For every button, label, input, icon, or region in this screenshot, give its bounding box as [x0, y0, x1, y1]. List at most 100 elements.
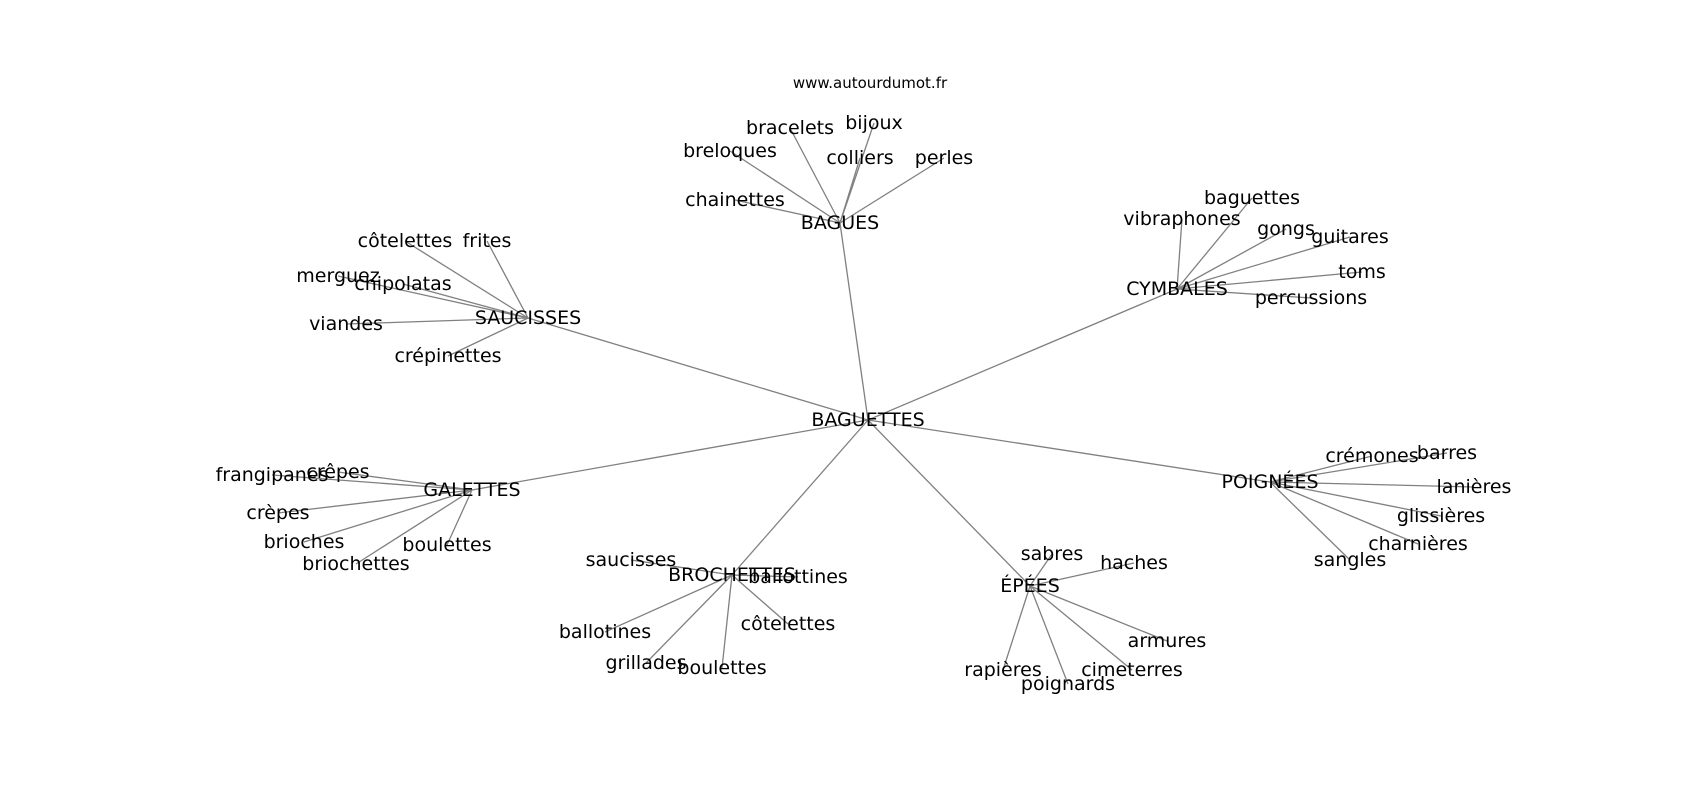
- edge-root-to-hub: [471, 419, 869, 491]
- graph-edges: [271, 122, 1475, 685]
- leaf-node-label: ballotines: [559, 621, 651, 643]
- leaf-node-label: crépinettes: [394, 345, 501, 367]
- leaf-node-label: côtelettes: [358, 230, 453, 252]
- edge-hub-to-leaf: [1269, 455, 1373, 483]
- edge-hub-to-leaf: [446, 489, 473, 546]
- edge-hub-to-leaf: [1176, 197, 1253, 290]
- hub-node-label: CYMBALES: [1126, 278, 1228, 300]
- leaf-node-label: sangles: [1314, 549, 1387, 571]
- leaf-node-label: armures: [1128, 630, 1207, 652]
- leaf-node-label: percussions: [1255, 287, 1367, 309]
- leaf-node-label: rapières: [964, 659, 1041, 681]
- leaf-node-label: toms: [1338, 261, 1385, 283]
- edge-hub-to-leaf: [729, 150, 841, 224]
- edge-hub-to-leaf: [1029, 562, 1135, 587]
- edge-root-to-hub: [839, 222, 869, 421]
- edge-root-to-hub: [867, 419, 1031, 587]
- edge-hub-to-leaf: [303, 489, 473, 543]
- edge-hub-to-leaf: [734, 199, 841, 224]
- edge-hub-to-leaf: [1176, 228, 1287, 290]
- edge-hub-to-leaf: [486, 240, 529, 319]
- edge-hub-to-leaf: [839, 157, 861, 224]
- leaf-node-label: boulettes: [402, 534, 491, 556]
- hub-node-label: ÉPÉES: [1000, 574, 1060, 597]
- leaf-node-label: perles: [915, 147, 973, 169]
- leaf-node-label: sabres: [1021, 543, 1084, 565]
- edge-hub-to-leaf: [1269, 452, 1448, 483]
- edge-hub-to-leaf: [604, 574, 733, 633]
- edge-hub-to-leaf: [645, 574, 733, 664]
- leaf-node-label: côtelettes: [741, 613, 836, 635]
- leaf-node-label: breloques: [683, 140, 777, 162]
- edge-hub-to-leaf: [402, 283, 529, 319]
- leaf-node-label: frangipanes: [216, 464, 329, 486]
- leaf-node-label: ballottines: [748, 566, 848, 588]
- leaf-node-label: bracelets: [746, 117, 834, 139]
- leaf-node-label: guitares: [1311, 226, 1388, 248]
- leaf-node-label: boulettes: [677, 657, 766, 679]
- edge-root-to-hub: [867, 288, 1178, 421]
- leaf-node-label: crêpes: [306, 461, 369, 483]
- edge-hub-to-leaf: [1269, 481, 1351, 561]
- edge-hub-to-leaf: [447, 317, 529, 357]
- edge-hub-to-leaf: [345, 317, 529, 325]
- leaf-node-label: viandes: [309, 313, 383, 335]
- edge-hub-to-leaf: [1029, 585, 1069, 685]
- edge-hub-to-leaf: [1002, 585, 1031, 671]
- hub-node-label: GALETTES: [423, 479, 520, 501]
- leaf-node-label: baguettes: [1204, 187, 1300, 209]
- leaf-node-label: barres: [1417, 442, 1477, 464]
- edge-hub-to-leaf: [1029, 585, 1168, 642]
- edge-hub-to-leaf: [337, 471, 473, 491]
- edge-root-to-hub: [731, 419, 869, 576]
- leaf-node-label: grillades: [605, 652, 686, 674]
- edge-hub-to-leaf: [1029, 585, 1133, 671]
- edge-hub-to-leaf: [1176, 271, 1363, 290]
- edge-hub-to-leaf: [404, 240, 529, 319]
- edge-hub-to-leaf: [1176, 236, 1351, 290]
- leaf-node-label: haches: [1100, 552, 1168, 574]
- leaf-node-label: saucisses: [586, 549, 677, 571]
- edge-hub-to-leaf: [271, 474, 473, 491]
- leaf-node-label: glissières: [1397, 505, 1485, 527]
- hub-node-label: SAUCISSES: [475, 307, 581, 329]
- leaf-node-label: cimeterres: [1081, 659, 1183, 681]
- hub-node-label: BAGUES: [801, 212, 879, 234]
- edge-hub-to-leaf: [1176, 288, 1312, 299]
- edge-hub-to-leaf: [1269, 481, 1419, 545]
- leaf-node-label: crémones: [1325, 445, 1418, 467]
- edge-hub-to-leaf: [277, 489, 473, 514]
- edge-root-to-hub: [867, 419, 1271, 483]
- leaf-node-label: crèpes: [246, 502, 309, 524]
- root-node-label: BAGUETTES: [811, 409, 924, 431]
- edge-hub-to-leaf: [355, 489, 473, 565]
- edge-hub-to-leaf: [1269, 481, 1442, 517]
- leaf-node-label: vibraphones: [1123, 208, 1240, 230]
- edge-hub-to-leaf: [337, 275, 529, 319]
- edge-hub-to-leaf: [630, 559, 733, 576]
- leaf-node-label: chipolatas: [354, 273, 451, 295]
- edge-root-to-hub: [527, 317, 869, 421]
- graph-labels: www.autourdumot.fr BAGUETTES BAGUES bracel…: [216, 74, 1512, 695]
- edge-hub-to-leaf: [789, 127, 841, 224]
- leaf-node-label: lanières: [1437, 476, 1512, 498]
- leaf-node-label: poignards: [1021, 673, 1115, 695]
- leaf-node-label: briochettes: [302, 553, 409, 575]
- leaf-node-label: brioches: [264, 531, 345, 553]
- edge-hub-to-leaf: [731, 574, 799, 578]
- edge-hub-to-leaf: [731, 574, 789, 625]
- edge-hub-to-leaf: [1269, 481, 1475, 488]
- edge-hub-to-leaf: [721, 574, 733, 669]
- leaf-node-label: merguez: [296, 265, 379, 287]
- leaf-node-label: gongs: [1257, 218, 1315, 240]
- edge-hub-to-leaf: [839, 157, 945, 224]
- leaf-node-label: chainettes: [685, 189, 785, 211]
- edge-hub-to-leaf: [1029, 553, 1053, 587]
- leaf-node-label: charnières: [1368, 533, 1468, 555]
- leaf-node-label: colliers: [826, 147, 893, 169]
- edge-hub-to-leaf: [1176, 218, 1183, 290]
- source-watermark: www.autourdumot.fr: [793, 74, 948, 92]
- leaf-node-label: frites: [463, 230, 512, 252]
- leaf-node-label: bijoux: [845, 112, 903, 134]
